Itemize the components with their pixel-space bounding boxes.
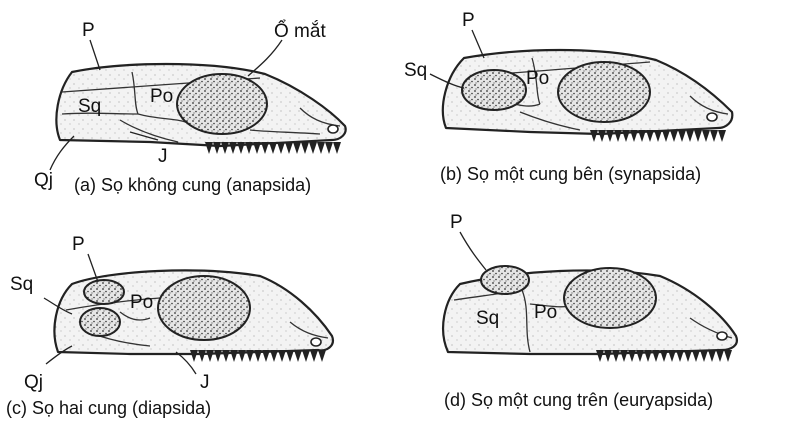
orbit-c	[158, 276, 250, 340]
label-j-c: J	[200, 372, 210, 393]
label-sq-d: Sq	[476, 308, 499, 329]
label-p-b: P	[462, 10, 475, 31]
caption-d: (d) Sọ một cung trên (euryapsida)	[444, 390, 713, 410]
skull-d: P Sq Po (d) Sọ một cung trên (euryapsida…	[443, 212, 737, 410]
label-orbit-a: Ổ mắt	[274, 20, 326, 42]
label-qj-a: Qj	[34, 170, 53, 191]
label-p-d: P	[450, 212, 463, 233]
orbit	[177, 74, 267, 134]
caption-c: (c) Sọ hai cung (diapsida)	[6, 398, 211, 418]
upper-temporal-opening-d	[481, 266, 529, 294]
skull-b: P Sq Po (b) Sọ một cung bên (synapsida)	[404, 10, 732, 184]
label-qj-c: Qj	[24, 372, 43, 393]
label-sq-c: Sq	[10, 274, 33, 295]
label-sq-a: Sq	[78, 96, 101, 117]
orbit-d	[564, 268, 656, 328]
label-p-a: P	[82, 20, 95, 41]
orbit-b	[558, 62, 650, 122]
label-sq-b: Sq	[404, 60, 427, 81]
lower-temporal-opening-c	[80, 308, 120, 336]
label-p-c: P	[72, 234, 85, 255]
label-po-b: Po	[526, 68, 549, 89]
label-po-a: Po	[150, 86, 173, 107]
skull-a: P Sq Po Ổ mắt J Qj (a) Sọ không cung (an…	[34, 20, 346, 195]
upper-temporal-opening-c	[84, 280, 124, 304]
caption-a: (a) Sọ không cung (anapsida)	[74, 175, 311, 195]
skull-c: P Sq Po Qj J (c) Sọ hai cung (diapsida)	[6, 234, 333, 418]
temporal-opening-b	[462, 70, 526, 110]
label-po-d: Po	[534, 302, 557, 323]
caption-b: (b) Sọ một cung bên (synapsida)	[440, 164, 701, 184]
label-po-c: Po	[130, 292, 153, 313]
label-j-a: J	[158, 146, 168, 167]
